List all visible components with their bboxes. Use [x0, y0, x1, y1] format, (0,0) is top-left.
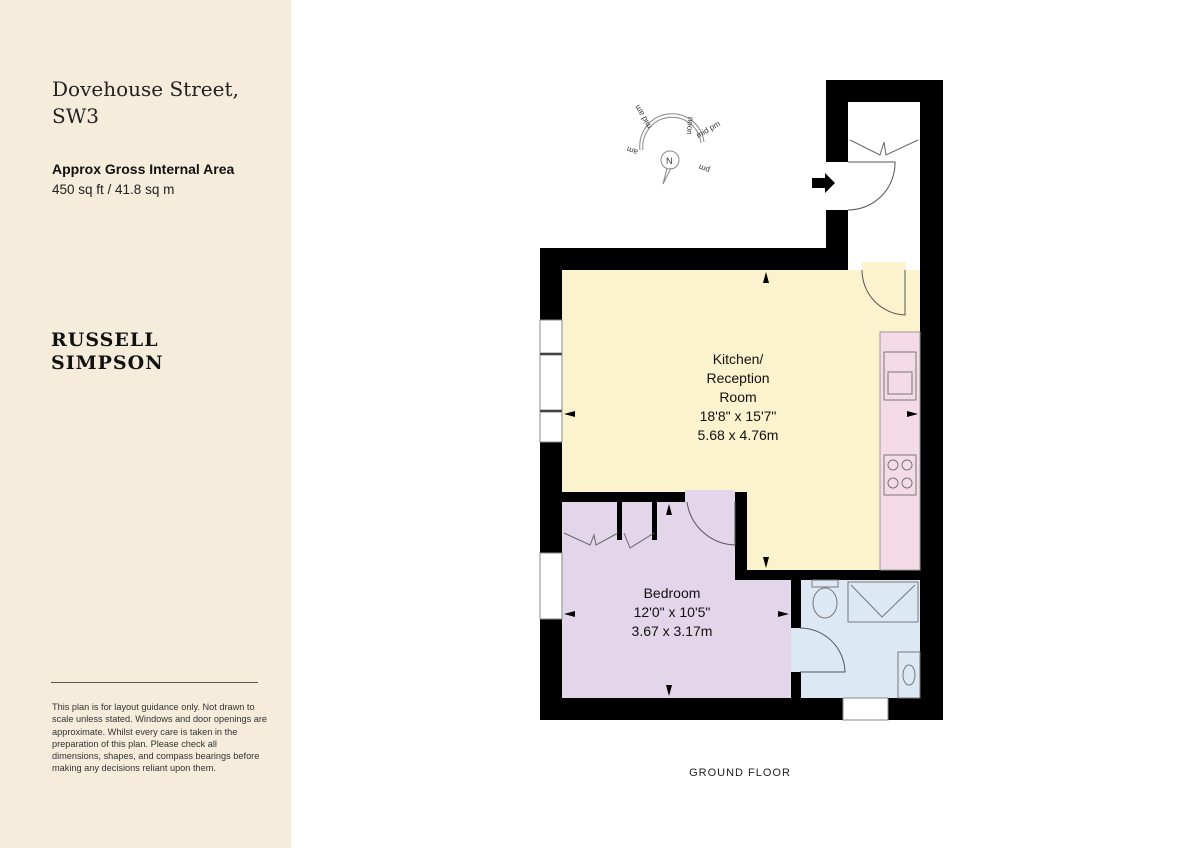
cupboard-doors: [849, 139, 919, 156]
room-bathroom: [791, 579, 921, 699]
brand-line-2: SIMPSON: [51, 352, 164, 374]
kitchen-name-1: Kitchen/: [713, 351, 764, 367]
compass: N am mid am noon mid pm pm: [625, 103, 723, 185]
entrance-hall: [848, 102, 920, 270]
title-line-2: SW3: [52, 104, 99, 128]
brand-line-1: RUSSELL: [51, 329, 159, 351]
compass-mid-am: mid am: [633, 103, 654, 131]
hob-icon: [883, 454, 917, 496]
entrance-arrow-icon: [812, 173, 835, 193]
compass-north: N: [666, 156, 673, 166]
kitchen-metric: 5.68 x 4.76m: [698, 427, 779, 443]
brand-logo: RUSSELL SIMPSON: [51, 329, 164, 375]
property-title: Dovehouse Street, SW3: [52, 76, 282, 130]
compass-mid-pm: mid pm: [695, 119, 723, 140]
toilet-icon: [811, 579, 839, 588]
dimension-arrows: [564, 272, 918, 696]
divider: [51, 682, 258, 683]
bedroom-metric: 3.67 x 3.17m: [632, 623, 713, 639]
basin-icon: [897, 651, 921, 699]
kitchen-name-3: Room: [719, 389, 756, 405]
bedroom-name: Bedroom: [644, 585, 701, 601]
room-kitchen-reception: [562, 262, 921, 571]
kitchen-imperial: 18'8" x 15'7": [700, 408, 777, 424]
compass-needle: [662, 167, 672, 185]
kitchen-name-2: Reception: [706, 370, 769, 386]
title-line-1: Dovehouse Street,: [52, 77, 239, 101]
area-heading: Approx Gross Internal Area: [52, 161, 235, 177]
compass-am: am: [625, 144, 639, 156]
bedroom-imperial: 12'0" x 10'5": [634, 604, 711, 620]
compass-arc: [639, 113, 705, 151]
compass-pm: pm: [697, 162, 711, 174]
floor-label: GROUND FLOOR: [689, 767, 791, 779]
compass-arc-inner: [642, 116, 702, 151]
room-bedroom: [562, 490, 791, 698]
shower-icon: [847, 581, 919, 623]
area-value: 450 sq ft / 41.8 sq m: [52, 182, 175, 197]
sink-icon: [883, 351, 917, 401]
room-labels: Kitchen/ Reception Room 18'8" x 15'7" 5.…: [632, 351, 779, 639]
windows: [539, 319, 889, 721]
info-panel: Dovehouse Street, SW3 Approx Gross Inter…: [0, 0, 291, 848]
disclaimer: This plan is for layout guidance only. N…: [52, 702, 268, 774]
kitchen-counter: [879, 331, 921, 571]
entrance-door-swing: [847, 161, 896, 211]
compass-noon: noon: [685, 117, 696, 136]
